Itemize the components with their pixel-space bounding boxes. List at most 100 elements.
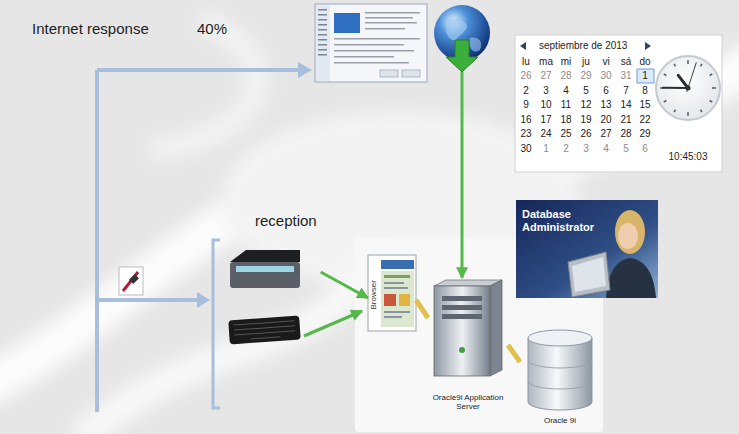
calendar-widget (637, 69, 654, 83)
calendar-day: 6 (642, 143, 648, 155)
background-swirl (150, 20, 257, 150)
month-title: septiembre de 2013 (539, 40, 627, 52)
database-label: Oracle 9i (520, 416, 600, 426)
weekday-header: vi (602, 56, 609, 68)
software-screenshot (380, 70, 398, 77)
internet-globe (434, 5, 490, 72)
weekday-header: sá (621, 56, 632, 68)
analog-clock (656, 56, 720, 120)
administrator-photo (572, 257, 606, 292)
calendar-day: 29 (580, 70, 591, 82)
calendar-widget (515, 35, 722, 172)
analog-clock (674, 64, 676, 67)
server-tower (434, 286, 490, 376)
reception-group: reception (205, 208, 321, 410)
server-label: Oracle9i Application Server (428, 393, 508, 412)
calendar-day: 3 (583, 143, 589, 155)
calendar-day: 10 (540, 99, 551, 111)
calendar-day: 26 (520, 70, 531, 82)
browser-picture (384, 287, 408, 289)
cable-icon (123, 272, 138, 291)
calendar-day: 27 (600, 128, 611, 140)
branch-title: Internet response (32, 20, 149, 38)
calendar-day: 9 (523, 99, 529, 111)
browser-picture (399, 294, 410, 306)
analog-clock (710, 74, 713, 76)
software-screenshot (316, 5, 330, 81)
calendar-day: 4 (603, 143, 609, 155)
calendar-day: 17 (540, 114, 551, 126)
browser-picture (384, 311, 410, 313)
browser-picture (384, 316, 402, 318)
calendar-day: 13 (600, 99, 611, 111)
software-screenshot (334, 38, 420, 40)
analog-clock (663, 87, 688, 89)
keyboard-device (234, 331, 295, 335)
software-screenshot (318, 44, 327, 46)
keyboard-device (234, 321, 295, 325)
blue-arrowheads (197, 62, 312, 308)
keyboard-device (234, 326, 295, 330)
calendar-day: 28 (560, 70, 571, 82)
analog-clock (656, 56, 720, 120)
calendar-day: 26 (580, 128, 591, 140)
scanner-device (230, 250, 300, 262)
analog-clock (701, 64, 703, 67)
software-screenshot (334, 13, 360, 33)
calendar-day: 7 (623, 85, 629, 97)
calendar-day: 5 (623, 143, 629, 155)
link-line (416, 300, 428, 318)
browser-picture (384, 282, 404, 284)
background-swirl (80, 250, 380, 434)
software-screenshot (318, 29, 327, 31)
server-tower (434, 280, 502, 376)
browser-picture (384, 294, 396, 306)
scanner-device (230, 262, 300, 288)
software-screenshot (318, 14, 327, 16)
software-screenshot (334, 62, 409, 64)
calendar-day: 16 (520, 114, 531, 126)
calendar-day: 28 (620, 128, 631, 140)
keyboard-device (228, 316, 301, 345)
database-store: Oracle 9i (520, 325, 600, 428)
weekday-header: do (639, 56, 650, 68)
blue-flow-lines (97, 70, 300, 412)
software-screenshot (365, 22, 417, 24)
clock-time: 10:45:03 (669, 151, 708, 163)
calendar-day: 1 (543, 143, 549, 155)
calendar-day: 12 (580, 99, 591, 111)
calendar-widget (520, 42, 526, 50)
browser-picture (381, 260, 414, 269)
application-server: Oracle9i Application Server (428, 278, 508, 414)
analog-clock (710, 101, 713, 103)
administrator-photo (615, 210, 645, 254)
blue-flow-lines (95, 70, 99, 412)
browser-label: Browser (369, 280, 379, 309)
weekday-header: ju (582, 56, 590, 68)
cable-icon (119, 267, 143, 295)
software-screenshot (402, 70, 420, 77)
analog-clock (687, 60, 689, 64)
internet-globe (446, 40, 478, 72)
scanner-device (236, 266, 294, 272)
calendar-day: 24 (540, 128, 551, 140)
calendar-day: 1 (642, 70, 648, 82)
software-screenshot (334, 56, 394, 58)
software-screenshot (334, 50, 414, 52)
link-line (508, 345, 520, 362)
calendar-day: 20 (600, 114, 611, 126)
analog-clock (686, 86, 691, 91)
database-cylinder-picture (528, 330, 592, 346)
calendar-day: 19 (580, 114, 591, 126)
software-screenshot (334, 44, 404, 46)
download-arrow (461, 72, 464, 278)
software-screenshot (315, 4, 427, 82)
blue-flow-lines (97, 298, 200, 302)
database-cylinder-picture (528, 381, 592, 389)
software-screenshot (365, 28, 405, 30)
browser-picture (381, 271, 414, 327)
blue-arrowheads (298, 62, 312, 78)
